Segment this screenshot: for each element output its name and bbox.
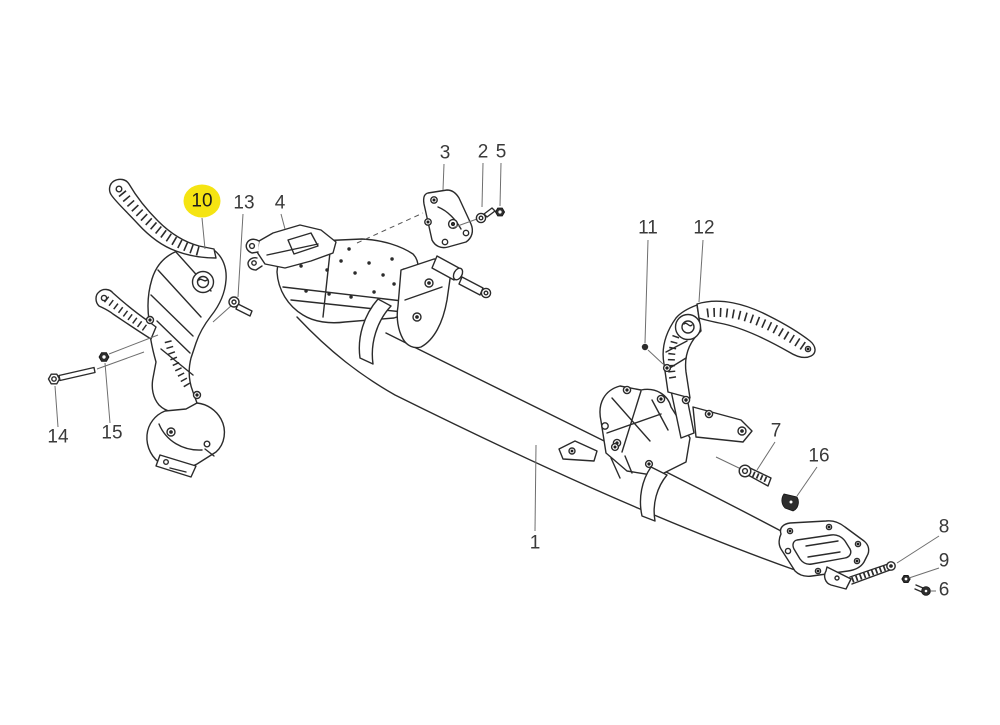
leader-dot-11 [641,343,649,351]
bolt-part7-drawing [715,456,772,487]
left-bracket-part10-drawing [95,178,227,478]
callout-5[interactable]: 5 [495,141,507,163]
callout-1[interactable]: 1 [529,532,541,554]
callout-13[interactable]: 13 [233,192,255,214]
callout-4[interactable]: 4 [274,192,286,214]
callout-6[interactable]: 6 [938,579,950,601]
callout-12[interactable]: 12 [693,217,715,239]
callout-10-highlighted[interactable]: 10 [183,184,221,218]
leader-lines [54,162,940,592]
plate-part3-drawing [356,189,478,249]
callout-16[interactable]: 16 [808,445,830,467]
bracket-part4-drawing [245,224,337,271]
bolt-part2-drawing [475,207,496,224]
right-bracket-parts11-12-drawing [558,300,816,522]
beam-crossmember-part1-drawing [276,238,796,571]
bolt-part13-drawing [212,296,253,323]
bushing-part16-drawing [781,493,799,512]
callout-14[interactable]: 14 [47,426,69,448]
callout-3[interactable]: 3 [439,142,451,164]
nut-part5-drawing [494,207,506,217]
bolt-part14-drawing [47,351,145,385]
callout-9[interactable]: 9 [938,550,950,572]
callout-2[interactable]: 2 [477,141,489,163]
callout-11[interactable]: 11 [638,217,658,239]
callout-8[interactable]: 8 [938,516,950,538]
end-plate-and-parts-8-9-6-drawing [778,520,931,596]
callout-7[interactable]: 7 [770,420,782,442]
nut-part15-drawing [98,334,159,362]
callout-15[interactable]: 15 [101,422,123,444]
